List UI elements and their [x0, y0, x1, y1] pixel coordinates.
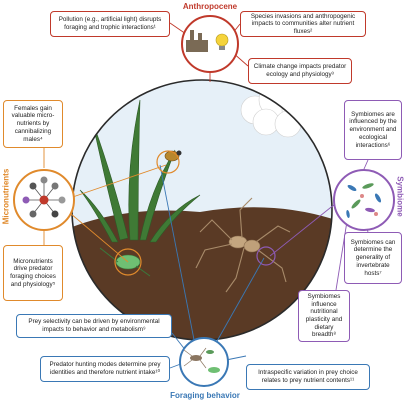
box-females-gain: Females gain valuable micro-nutrients by… [3, 100, 63, 148]
box-hunting-modes: Predator hunting modes determine prey id… [40, 356, 170, 382]
connector-micronutrients [63, 164, 167, 201]
anthropocene-hub [181, 15, 239, 73]
prey-insect-icon [208, 367, 220, 373]
spider-icon [195, 197, 291, 293]
connector-symbiome [269, 199, 341, 257]
box-symbiomes-generality: Symbiomes can determine the generality o… [344, 232, 402, 284]
box-pollution: Pollution (e.g., artificial light) disru… [50, 11, 170, 37]
box-prey-selectivity: Prey selectivity can be driven by enviro… [16, 314, 172, 338]
magnifier-beetle [156, 150, 180, 174]
symbiome-hub [333, 169, 395, 231]
title-anthropocene: Anthropocene [182, 2, 238, 11]
box-symbiomes-plasticity: Symbiomes influence nutritional plastici… [298, 290, 350, 342]
magnifier-spider [256, 246, 276, 266]
box-species-invasions: Species invasions and anthropogenic impa… [240, 11, 366, 37]
lightbulb-icon [215, 33, 229, 47]
connector-foraging-2 [211, 257, 265, 351]
box-intraspecific: Intraspecific variation in prey choice r… [246, 364, 370, 390]
magnifier-cricket [114, 248, 142, 276]
title-foraging: Foraging behavior [170, 391, 240, 400]
factory-icon [186, 40, 208, 52]
box-climate-change: Climate change impacts predator ecology … [248, 58, 352, 84]
connector-micronutrients-2 [63, 207, 129, 263]
micronutrients-hub [13, 169, 75, 231]
foraging-hub [179, 337, 229, 387]
box-micronutrients-drive: Micronutrients drive predator foraging c… [3, 245, 63, 301]
molecule-center [39, 195, 49, 205]
title-symbiome: Symbiome [395, 176, 405, 217]
spider-small-icon [190, 355, 202, 361]
connector-foraging-1 [159, 164, 197, 351]
bacteria-icon [346, 183, 382, 218]
fly-icon [206, 350, 214, 354]
title-micronutrients: Micronutrients [1, 168, 11, 225]
box-symbiomes-influenced: Symbiomes are influenced by the environm… [344, 100, 402, 160]
